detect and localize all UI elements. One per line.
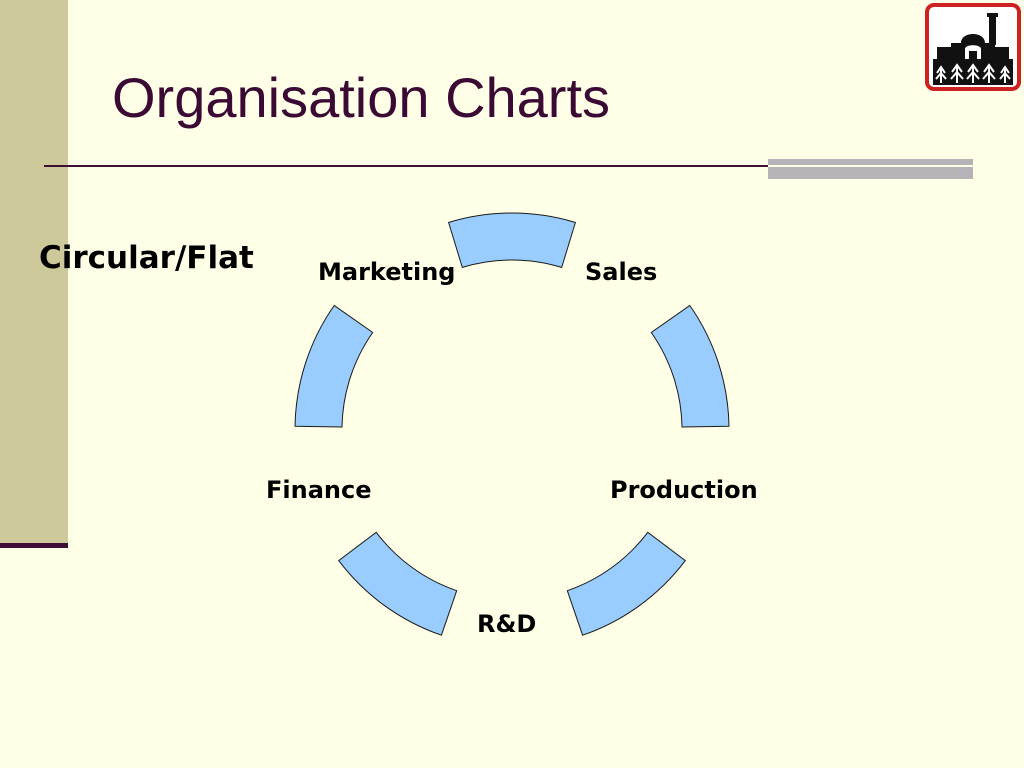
- node-label-sales: Sales: [585, 258, 658, 286]
- arc-segment-left: [294, 304, 374, 428]
- title-divider-line: [44, 165, 972, 167]
- node-label-rd: R&D: [477, 610, 537, 638]
- arc-segment-bottom-left: [337, 531, 458, 636]
- slide-title: Organisation Charts: [112, 66, 611, 129]
- node-label-finance: Finance: [266, 476, 372, 504]
- side-bar: [0, 0, 68, 545]
- side-bar-foot-line: [0, 543, 68, 548]
- logo-icon: [925, 3, 1021, 91]
- logo-emblem: [925, 3, 1021, 91]
- title-divider-bar: [768, 159, 973, 179]
- node-label-marketing: Marketing: [318, 258, 456, 286]
- arc-segment-right: [650, 304, 730, 428]
- diagram-subtitle: Circular/Flat: [39, 240, 254, 276]
- arc-segment-top: [447, 212, 577, 269]
- node-label-production: Production: [610, 476, 758, 504]
- arc-segment-bottom-right: [566, 531, 687, 636]
